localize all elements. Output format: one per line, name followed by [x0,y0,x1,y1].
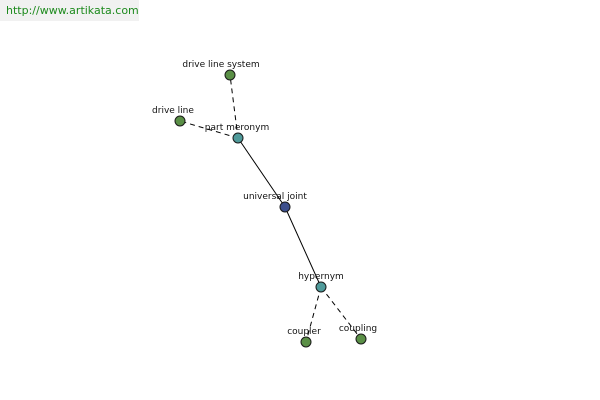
node-label-universal-joint: universal joint [243,192,307,202]
edge-hypernym-to-coupler [305,286,322,343]
nodes-layer [174,69,367,348]
edge-part-meronym-to-drive-line [179,120,239,139]
node-coupling[interactable] [355,333,367,345]
node-universal-joint[interactable] [279,201,291,213]
edge-universal-joint-to-hypernym [284,206,322,288]
node-hypernym[interactable] [315,281,327,293]
node-label-drive-line: drive line [152,106,194,116]
labels-layer: drive line system drive line part meronym u… [152,60,377,337]
node-drive-line-system[interactable] [224,69,236,81]
edges-layer [179,74,362,343]
node-label-part-meronym: part meronym [205,123,269,133]
node-label-hypernym: hypernym [298,272,344,282]
node-coupler[interactable] [300,336,312,348]
node-label-coupler: coupler [287,327,321,337]
edge-hypernym-to-coupling [320,286,362,340]
node-drive-line[interactable] [174,115,186,127]
watermark-url: http://www.artikata.com [0,0,139,21]
edge-universal-joint-to-part-meronym [237,137,286,208]
edge-part-meronym-to-drive-line-system [229,74,239,139]
node-label-coupling: coupling [339,324,377,334]
node-part-meronym[interactable] [232,132,244,144]
node-label-drive-line-system: drive line system [182,60,259,70]
